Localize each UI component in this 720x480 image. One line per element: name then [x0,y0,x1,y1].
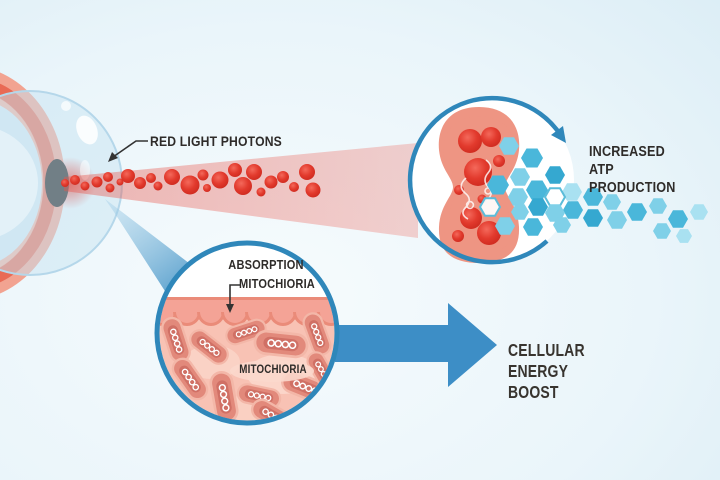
mitochondrion-capsule [253,329,309,359]
photon-dot [146,173,156,183]
atp-hexagon [583,188,603,206]
mitochioria-tissue-label: MITOCHIORIA [239,364,307,376]
photon-dot [203,184,211,192]
mitochondrion-capsule [171,357,209,401]
mitochondrion-capsule [161,316,191,364]
photon-dot [277,171,289,183]
photon-dot [134,177,146,189]
photon-dot [153,181,163,191]
photon-dot [289,182,299,192]
atp-hexagon [607,211,627,229]
atp-hexagon [603,194,621,210]
atp-hexagon [478,197,502,217]
photon-stream [61,163,321,198]
pointer-arrowhead-icon [226,304,234,313]
atp-hexagon [543,187,567,207]
atp-hexagon [528,198,548,216]
atp-hexagon-cluster [478,137,708,243]
photon-dot [91,176,103,188]
dome-highlight [76,115,98,145]
tissue-section [159,297,335,421]
mitochioria-pointer-line [229,284,240,305]
photon-dot [105,183,115,193]
atp-hexagon [653,223,671,239]
atp-hexagon [676,229,692,243]
photon-dot [80,181,90,191]
tissue-mitochondria [161,312,335,421]
photon-dot [180,175,200,195]
photon-dot [264,175,278,189]
atp-hexagon [521,148,543,168]
atp-hexagon [553,217,571,233]
photon-dot [299,164,315,180]
atp-hexagon [523,218,543,236]
energy-boost-arrow [335,303,497,387]
dome-highlight-dot [61,101,71,111]
atp-hexagon [627,203,647,221]
photon-dot [70,175,80,185]
atp-hexagon [690,204,708,220]
atp-hexagon [562,183,582,201]
photon-dot [197,169,209,181]
photon-dot [211,171,229,189]
arc-arrowhead-icon [551,126,566,143]
atp-spheres [452,127,505,245]
atp-hexagon [563,201,583,219]
atp-hexagon [487,175,509,195]
photon-dot [246,164,262,180]
atp-production-circle [407,95,708,265]
photon-dot [228,163,242,177]
photon-dot [116,178,124,186]
atp-hexagon [495,217,515,235]
increased-atp-label: INCREASED ATP PRODUCTION [589,144,676,196]
mitochondrion-capsule [302,312,332,356]
atp-hexagon [510,168,530,186]
cellular-energy-boost-label: CELLULAR ENERGY BOOST [508,340,585,402]
photon-dot [234,177,252,195]
absorption-circle [154,240,340,426]
mitochioria-pointer-label: MITOCHIORIA [239,276,315,291]
atp-hexagon [649,198,667,214]
label-backdrop [230,360,314,382]
mitochondrion-capsule [189,329,229,365]
red-light-photons-label: RED LIGHT PHOTONS [150,133,282,149]
photons-leader-line [112,140,148,158]
photon-dot [305,182,321,198]
eye-cross-section [0,72,123,294]
photon-dot [61,179,69,187]
atp-hexagon [511,204,529,220]
atp-hexagon [668,210,688,228]
photon-dot [164,169,180,185]
leader-arrowhead-icon [108,152,118,162]
atp-hexagon [499,137,519,155]
atp-hexagon [526,180,548,200]
absorption-circle-border [154,240,340,426]
photon-dot [256,187,266,197]
photon-dot [121,169,135,183]
atp-hexagon [545,166,565,184]
atp-hexagon [508,188,528,206]
photon-dot [103,172,113,182]
mitochondrion-capsule [209,370,239,421]
atp-circle-arc [407,95,560,265]
absorption-label: ABSORPTION [228,257,304,272]
atp-hexagon [583,209,603,227]
